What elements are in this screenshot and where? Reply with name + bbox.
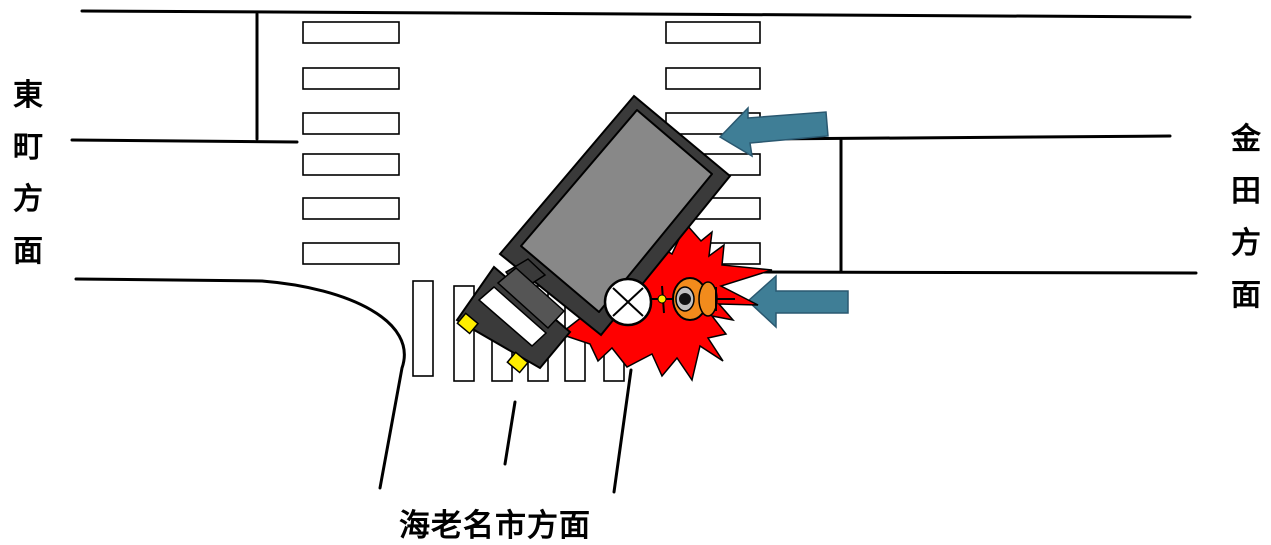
cyclist-head xyxy=(679,293,691,305)
crosswalk-stripe xyxy=(302,112,400,135)
truck-cab-roof xyxy=(496,267,566,330)
arrow-left-icon xyxy=(746,274,849,329)
direction-label-east-text: 金田方面 xyxy=(1231,122,1261,313)
road-west-lower-edge xyxy=(74,277,406,490)
road-east-lower-edge xyxy=(740,270,1198,275)
bicycle-spoke xyxy=(612,287,644,317)
crosswalk-stripe xyxy=(665,21,761,44)
crosswalk-stripe xyxy=(302,153,400,176)
arrow-left-icon xyxy=(718,106,829,158)
road-west-upper-edge xyxy=(70,138,299,144)
road-lines xyxy=(70,9,1198,494)
cyclist-group xyxy=(603,277,735,327)
crosswalk-stripe xyxy=(302,21,400,44)
crosswalk-stripe xyxy=(302,197,400,220)
crosswalk-stripe xyxy=(302,242,400,265)
direction-label-west: 東町方面 xyxy=(8,70,48,278)
bicycle-bell xyxy=(657,294,667,304)
direction-label-east: 金田方面 xyxy=(1226,114,1266,322)
crosswalk-west xyxy=(302,21,400,265)
truck-cargo-roof xyxy=(520,109,713,313)
road-south-east-edge xyxy=(612,368,633,494)
crosswalk-stripe xyxy=(665,67,761,90)
truck-icon xyxy=(455,94,732,374)
crosswalk-stripe xyxy=(412,280,434,377)
road-top-edge xyxy=(80,9,1192,19)
road-south-center-line xyxy=(503,400,517,466)
truck-headlight-right xyxy=(506,351,530,374)
direction-label-west-text: 東町方面 xyxy=(13,78,43,269)
road-east-upper-edge xyxy=(760,134,1172,141)
crosswalk-stripe xyxy=(302,67,400,90)
truck-cab-windshield xyxy=(477,286,548,348)
truck-headlight-left xyxy=(456,312,480,335)
direction-label-south: 海老名市方面 xyxy=(399,508,591,544)
cyclist-body xyxy=(698,281,718,317)
